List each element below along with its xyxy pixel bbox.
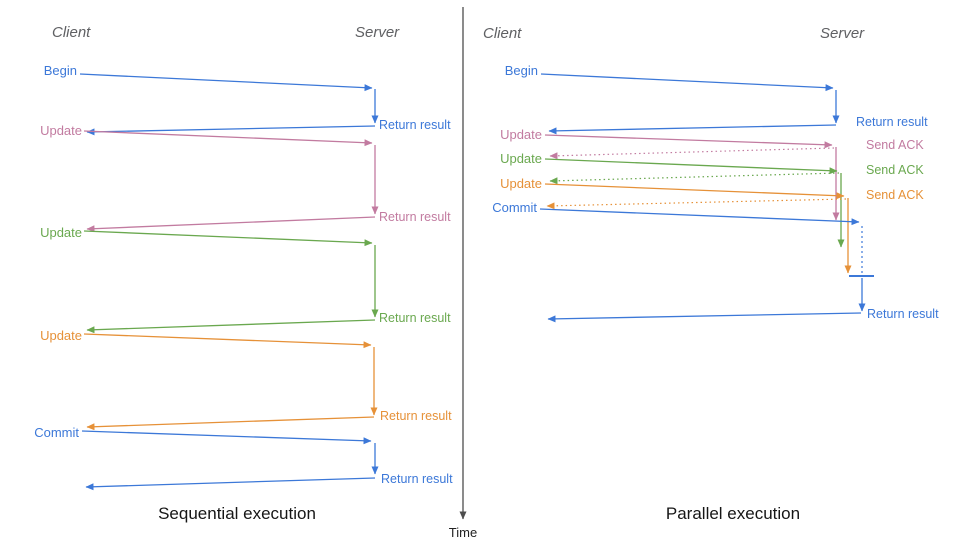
left-commit-response-label: Return result — [381, 472, 453, 486]
right-update3-label: Update — [500, 176, 542, 191]
left-panel-title: Sequential execution — [158, 504, 316, 523]
time-axis-label: Time — [449, 525, 477, 540]
right-commit-response-label: Return result — [867, 307, 939, 321]
right-begin-response-label: Return result — [856, 115, 928, 129]
time-axis: Time — [449, 7, 477, 540]
left-panel: Client Server Begin Return result Update… — [34, 24, 453, 523]
right-msg-update3: Update Send ACK — [500, 176, 924, 274]
left-begin-request-line — [79, 73, 373, 92]
left-update1-request-line — [83, 130, 373, 147]
right-update1-request-line — [544, 134, 833, 149]
right-update2-request-line — [544, 158, 838, 175]
left-update2-response-line — [86, 319, 376, 334]
left-update1-label: Update — [40, 123, 82, 138]
left-msg-begin: Begin Return result — [44, 63, 451, 136]
right-begin-request-line — [540, 73, 834, 92]
right-update1-label: Update — [500, 127, 542, 142]
left-update1-response-line — [86, 216, 376, 233]
right-begin-label: Begin — [505, 63, 538, 78]
right-commit-request-line — [539, 208, 860, 226]
left-begin-response-label: Return result — [379, 118, 451, 132]
right-update3-request-line — [544, 183, 845, 200]
right-update1-ack-label: Send ACK — [866, 138, 924, 152]
left-client-header: Client — [52, 24, 91, 41]
left-update3-label: Update — [40, 328, 82, 343]
right-update2-ack-line — [549, 172, 840, 185]
right-begin-response-line — [548, 124, 837, 135]
left-begin-response-line — [86, 125, 376, 136]
right-msg-commit: Commit Return result — [492, 200, 939, 323]
right-update3-ack-line — [546, 198, 847, 210]
right-update3-ack-label: Send ACK — [866, 188, 924, 202]
left-update2-label: Update — [40, 225, 82, 240]
right-msg-update2: Update Send ACK — [500, 151, 924, 248]
left-update3-response-line — [86, 416, 375, 431]
right-update2-ack-label: Send ACK — [866, 163, 924, 177]
right-client-header: Client — [483, 25, 522, 42]
left-update2-response-label: Return result — [379, 311, 451, 325]
left-begin-label: Begin — [44, 63, 77, 78]
left-update3-response-label: Return result — [380, 409, 452, 423]
right-panel: Client Server Begin Return result Update… — [483, 25, 939, 523]
right-server-header: Server — [820, 25, 865, 42]
left-msg-update2: Update Return result — [40, 225, 451, 334]
left-commit-request-line — [81, 430, 372, 445]
right-commit-response-line — [547, 312, 862, 323]
left-commit-response-line — [85, 477, 376, 491]
right-commit-label: Commit — [492, 200, 537, 215]
left-update1-response-label: Return result — [379, 210, 451, 224]
left-server-header: Server — [355, 24, 400, 41]
left-commit-label: Commit — [34, 425, 79, 440]
left-msg-update3: Update Return result — [40, 328, 452, 431]
left-update3-request-line — [83, 333, 372, 349]
right-update1-ack-line — [549, 147, 835, 160]
right-msg-begin: Begin Return result — [505, 63, 928, 135]
left-update2-request-line — [83, 230, 373, 247]
right-msg-update1: Update Send ACK — [500, 127, 924, 221]
right-panel-title: Parallel execution — [666, 504, 800, 523]
right-update2-label: Update — [500, 151, 542, 166]
left-msg-update1: Update Return result — [40, 123, 451, 233]
left-msg-commit: Commit Return result — [34, 425, 453, 491]
